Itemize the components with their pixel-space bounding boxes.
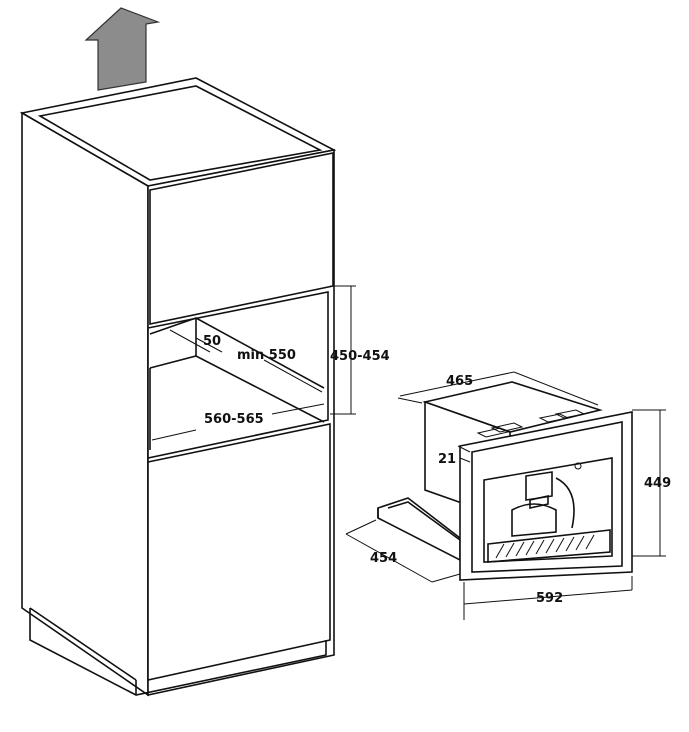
dim-cavity-height: 450-454 bbox=[330, 349, 390, 364]
cabinet-dimension-lines bbox=[151, 285, 356, 441]
dim-front-panel-offset: 21 bbox=[438, 452, 456, 467]
dim-appliance-depth: 465 bbox=[446, 374, 473, 389]
dim-cavity-width: 560-565 bbox=[204, 412, 264, 427]
dim-appliance-width: 592 bbox=[536, 591, 563, 606]
tall-cabinet bbox=[19, 77, 337, 697]
dim-cavity-depth-offset: 50 bbox=[203, 334, 221, 349]
dim-cabinet-depth: 454 bbox=[370, 551, 397, 566]
appliance-dimension-lines bbox=[345, 371, 666, 620]
lower-door bbox=[147, 423, 331, 681]
coffee-spout bbox=[525, 471, 553, 501]
dim-cavity-depth-min: min 550 bbox=[237, 348, 296, 363]
cavity-opening bbox=[147, 291, 329, 459]
coffee-machine bbox=[377, 381, 633, 581]
ventilation-arrow-icon bbox=[84, 7, 161, 91]
dim-appliance-height: 449 bbox=[644, 476, 671, 491]
